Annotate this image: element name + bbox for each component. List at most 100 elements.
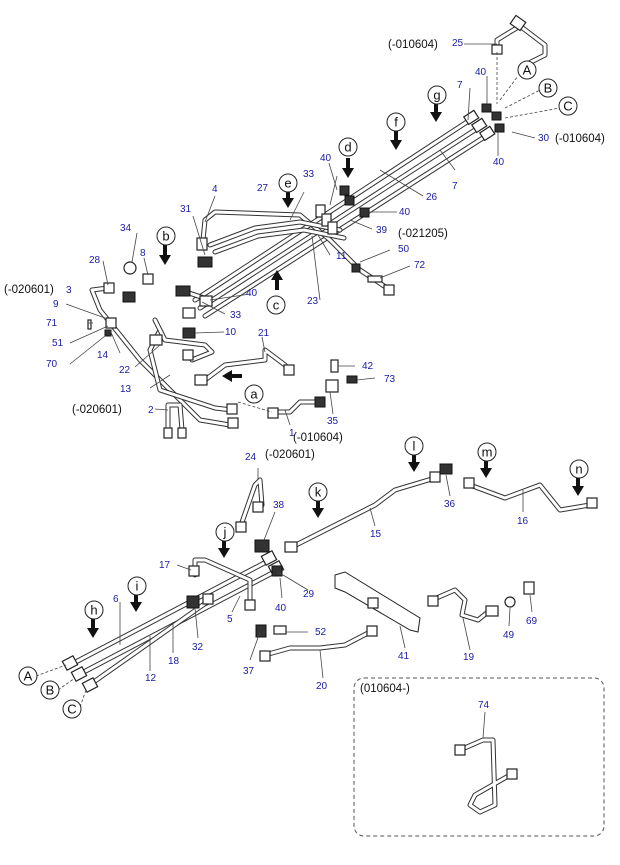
part-2: 2 [148, 405, 154, 416]
bubble-g: g [427, 85, 447, 105]
note-020601-left: (-020601) [4, 284, 54, 296]
bubble-A-bottom: A [18, 666, 38, 686]
part-25: 25 [452, 38, 464, 49]
part-41: 41 [398, 651, 410, 662]
bubble-label: k [315, 485, 322, 500]
part-72: 72 [414, 260, 426, 271]
bubble-label: A [24, 669, 33, 684]
part-35: 35 [327, 416, 339, 427]
bubble-A-top: A [517, 60, 537, 80]
bubble-i: i [127, 576, 147, 596]
bubble-f: f [386, 112, 406, 132]
part-7-top: 7 [457, 80, 463, 91]
bubble-label: h [90, 603, 97, 618]
bubble-n: n [569, 459, 589, 479]
bubble-label: C [563, 99, 572, 114]
part-26: 26 [426, 192, 438, 203]
part-14: 14 [97, 350, 109, 361]
part-40-b: 40 [493, 157, 505, 168]
bubble-a: a [244, 384, 264, 404]
part-40-c: 40 [399, 207, 411, 218]
part-38: 38 [273, 500, 285, 511]
part-69: 69 [526, 616, 538, 627]
part-31: 31 [180, 204, 192, 215]
part-3: 3 [66, 285, 72, 296]
part-20: 20 [316, 681, 328, 692]
leader-lines [35, 43, 561, 739]
part-21: 21 [258, 328, 270, 339]
part-13: 13 [120, 384, 132, 395]
bubble-B-bottom: B [40, 680, 60, 700]
bubble-label: C [67, 702, 76, 717]
part-8: 8 [140, 248, 146, 259]
part-7-bottom: 7 [452, 181, 458, 192]
bubble-l: l [404, 436, 424, 456]
note-021205: (-021205) [398, 228, 448, 240]
part-71: 71 [46, 318, 58, 329]
bubble-k: k [308, 482, 328, 502]
bubble-B-top: B [538, 78, 558, 98]
bubble-label: d [344, 140, 351, 155]
lower-fittings [61, 463, 598, 780]
part-10: 10 [225, 327, 237, 338]
bubble-e: e [278, 173, 298, 193]
bubble-label: B [46, 683, 55, 698]
part-9: 9 [53, 299, 59, 310]
part-33-a: 33 [303, 169, 315, 180]
bubble-label: e [284, 176, 291, 191]
part-5: 5 [227, 614, 233, 625]
note-010604-right: (-010604) [555, 133, 605, 145]
part-18: 18 [168, 656, 180, 667]
part-1: 1 [289, 428, 295, 439]
part-30: 30 [538, 133, 550, 144]
bubble-C-bottom: C [62, 699, 82, 719]
part-36: 36 [444, 499, 456, 510]
part-73: 73 [384, 374, 396, 385]
bubble-label: j [223, 525, 227, 540]
part-4: 4 [212, 184, 218, 195]
part-24: 24 [245, 452, 257, 463]
part-40-a: 40 [475, 67, 487, 78]
part-39: 39 [376, 225, 388, 236]
part-42: 42 [362, 361, 374, 372]
bubble-c: c [266, 295, 286, 315]
bubble-C-top: C [558, 96, 578, 116]
bubble-label: B [544, 81, 553, 96]
note-020601-middle: (-020601) [72, 404, 122, 416]
note-010604-middle: (-010604) [293, 432, 343, 444]
part-22: 22 [119, 365, 131, 376]
part-16: 16 [517, 516, 529, 527]
bubble-label: f [394, 115, 398, 130]
part-33-b: 33 [230, 310, 242, 321]
part-15: 15 [370, 529, 382, 540]
direction-arrows [87, 102, 584, 638]
bubble-label: g [433, 88, 440, 103]
part-numbers: 25 40 7 30 40 7 26 40 39 50 72 40 33 27 … [46, 38, 550, 711]
bubble-m: m [477, 442, 497, 462]
bubble-label: n [575, 462, 582, 477]
bubble-label: A [523, 63, 532, 78]
note-010604-top: (-010604) [388, 39, 438, 51]
inset-note: (010604-) [360, 683, 410, 695]
part-23: 23 [307, 296, 319, 307]
note-020601-bottom: (-020601) [265, 449, 315, 461]
bubble-label: b [162, 229, 169, 244]
bubble-label: m [482, 445, 493, 460]
part-28: 28 [89, 255, 101, 266]
part-34: 34 [120, 223, 132, 234]
part-70: 70 [46, 359, 58, 370]
part-17: 17 [159, 560, 171, 571]
part-6: 6 [113, 594, 119, 605]
lower-pipes [67, 475, 593, 815]
part-50: 50 [398, 244, 410, 255]
bubble-d: d [338, 137, 358, 157]
bubble-b: b [156, 226, 176, 246]
part-49: 49 [503, 630, 515, 641]
bubble-label: l [413, 439, 416, 454]
part-12: 12 [145, 673, 157, 684]
part-74: 74 [478, 700, 490, 711]
part-51: 51 [52, 338, 64, 349]
part-32: 32 [192, 642, 204, 653]
part-29: 29 [303, 589, 315, 600]
